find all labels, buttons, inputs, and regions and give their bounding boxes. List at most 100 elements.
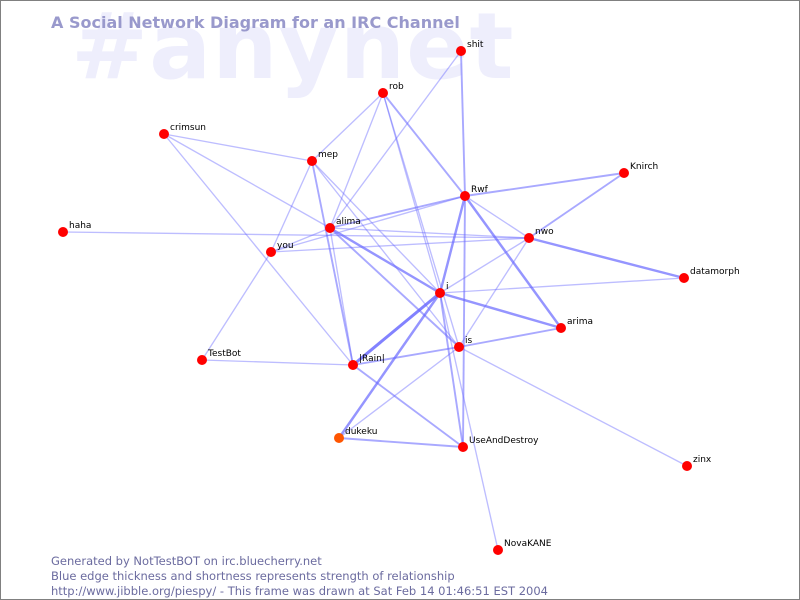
edge-alima-is xyxy=(329,227,460,348)
edge-alima-you xyxy=(270,227,331,253)
edge-i-NovaKANE xyxy=(439,292,499,551)
edge-crimsun-|Rain| xyxy=(163,133,354,366)
node-Rain: |Rain| xyxy=(348,354,385,370)
edge-alima-i xyxy=(329,226,441,295)
node-label: arima xyxy=(567,317,593,327)
node-label: haha xyxy=(69,221,91,231)
edge-crimsun-mep xyxy=(163,133,313,162)
edge-mep-|Rain| xyxy=(311,160,354,366)
node-is: is xyxy=(454,336,473,352)
edge-crimsun-alima xyxy=(163,133,331,229)
diagram-title: A Social Network Diagram for an IRC Chan… xyxy=(51,13,460,32)
node-NovaKANE: NovaKANE xyxy=(493,539,552,555)
edge-Rwf-you xyxy=(270,195,466,253)
edge-i-|Rain| xyxy=(352,291,441,367)
edge-Knirch-nwo xyxy=(528,172,625,239)
node-label: UseAndDestroy xyxy=(469,436,539,446)
edge-dukeku-UseAndDestroy xyxy=(338,437,464,448)
node-label: dukeku xyxy=(345,427,377,437)
edge-you-TestBot xyxy=(201,251,272,361)
node-label: TestBot xyxy=(207,349,241,359)
edge-i-datamorph xyxy=(439,277,685,294)
node-label: rob xyxy=(389,82,404,92)
edge-mep-i xyxy=(311,160,441,294)
edge-mep-you xyxy=(270,160,313,253)
node-nwo: nwo xyxy=(524,227,554,243)
edge-is-|Rain| xyxy=(352,346,460,366)
node-label: i xyxy=(446,282,449,292)
footer-generated-by: Generated by NotTestBOT on irc.bluecherr… xyxy=(51,554,322,568)
edge-haha-nwo xyxy=(62,231,530,239)
edge-you-nwo xyxy=(270,237,530,253)
edge-|Rain|-UseAndDestroy xyxy=(352,364,464,448)
node-dot xyxy=(454,342,464,352)
node-label: zinx xyxy=(693,455,712,465)
edge-alima-nwo xyxy=(329,227,530,239)
node-label: mep xyxy=(318,150,338,160)
node-label: datamorph xyxy=(690,267,740,277)
node-dot xyxy=(679,273,689,283)
edge-Rwf-alima xyxy=(329,195,466,229)
node-label: shit xyxy=(467,40,484,50)
node-dot xyxy=(456,46,466,56)
node-label: nwo xyxy=(535,227,554,237)
node-dukeku: dukeku xyxy=(334,427,377,443)
edge-mep-is xyxy=(311,160,460,348)
node-UseAndDestroy: UseAndDestroy xyxy=(458,436,539,452)
edge-i-dukeku xyxy=(337,292,442,439)
edges-layer xyxy=(62,50,688,551)
node-Knirch: Knirch xyxy=(619,162,658,178)
edge-i-arima xyxy=(439,291,562,330)
edge-shit-alima xyxy=(329,50,462,229)
node-dot xyxy=(435,288,445,298)
node-label: Rwf xyxy=(471,185,489,195)
edge-is-zinx xyxy=(458,346,688,467)
node-dot xyxy=(619,168,629,178)
edge-i-UseAndDestroy xyxy=(439,292,464,448)
node-arima: arima xyxy=(556,317,593,333)
node-label: is xyxy=(465,336,473,346)
edge-rob-i xyxy=(382,92,441,294)
node-dot xyxy=(493,545,503,555)
node-dot xyxy=(159,129,169,139)
edge-rob-Rwf xyxy=(382,92,466,197)
node-dot xyxy=(197,355,207,365)
node-mep: mep xyxy=(307,150,338,166)
edge-Rwf-i xyxy=(438,195,467,294)
edge-is-dukeku xyxy=(338,346,460,439)
edge-rob-mep xyxy=(311,92,384,162)
node-shit: shit xyxy=(456,40,484,56)
node-crimsun: crimsun xyxy=(159,123,206,139)
footer-legend: Blue edge thickness and shortness repres… xyxy=(51,569,455,583)
edge-nwo-i xyxy=(439,237,530,294)
node-label: |Rain| xyxy=(359,354,385,364)
edge-Rwf-arima xyxy=(464,195,562,329)
node-rob: rob xyxy=(378,82,404,98)
node-dot xyxy=(58,227,68,237)
edge-nwo-datamorph xyxy=(528,236,685,280)
node-TestBot: TestBot xyxy=(197,349,241,365)
edge-rob-alima xyxy=(329,92,384,229)
edge-Rwf-nwo xyxy=(464,195,530,239)
edge-alima-|Rain| xyxy=(329,227,354,366)
edge-shit-Rwf xyxy=(460,50,466,197)
node-i: i xyxy=(435,282,449,298)
node-dot xyxy=(460,191,470,201)
node-datamorph: datamorph xyxy=(679,267,740,283)
node-dot xyxy=(307,156,317,166)
node-Rwf: Rwf xyxy=(460,185,489,201)
node-label: crimsun xyxy=(170,123,206,133)
edge-is-arima xyxy=(458,327,562,348)
edge-Rwf-UseAndDestroy xyxy=(462,195,466,448)
edge-TestBot-|Rain| xyxy=(201,359,354,366)
node-dot xyxy=(458,442,468,452)
node-alima: alima xyxy=(325,217,361,233)
node-dot xyxy=(266,247,276,257)
footer-url-timestamp: http://www.jibble.org/piespy/ - This fra… xyxy=(51,584,548,598)
node-zinx: zinx xyxy=(682,455,712,471)
node-dot xyxy=(524,233,534,243)
edge-rob-is xyxy=(382,92,460,348)
